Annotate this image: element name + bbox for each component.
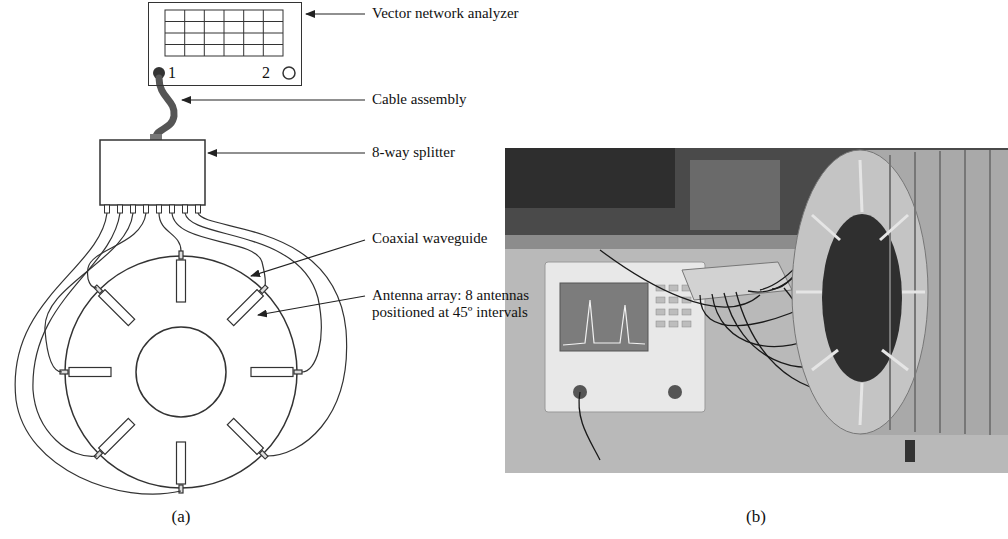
inner-conductor [136,327,226,417]
leader-arrows [182,14,365,315]
callout-label: Coaxial waveguide [372,230,487,247]
cable-assembly [156,78,174,138]
panel-caption: (b) [746,507,766,527]
photograph [505,148,1008,473]
analyzer-box: 12 [148,2,302,86]
callout-label: Vector network analyzer [372,5,519,22]
outer-conductor [65,256,297,488]
splitter-ports [105,205,201,213]
callout-label: Antenna array: 8 antennas positioned at … [372,287,572,321]
port-two [283,67,295,79]
port-number: 2 [262,64,270,82]
port-number: 1 [168,64,176,82]
screen-grid [165,10,283,56]
callout-label: 8-way splitter [372,144,455,161]
splitter-box [100,140,205,205]
callout-label: Cable assembly [372,91,467,108]
feed-cables [15,213,347,494]
panel-caption: (a) [172,507,191,527]
